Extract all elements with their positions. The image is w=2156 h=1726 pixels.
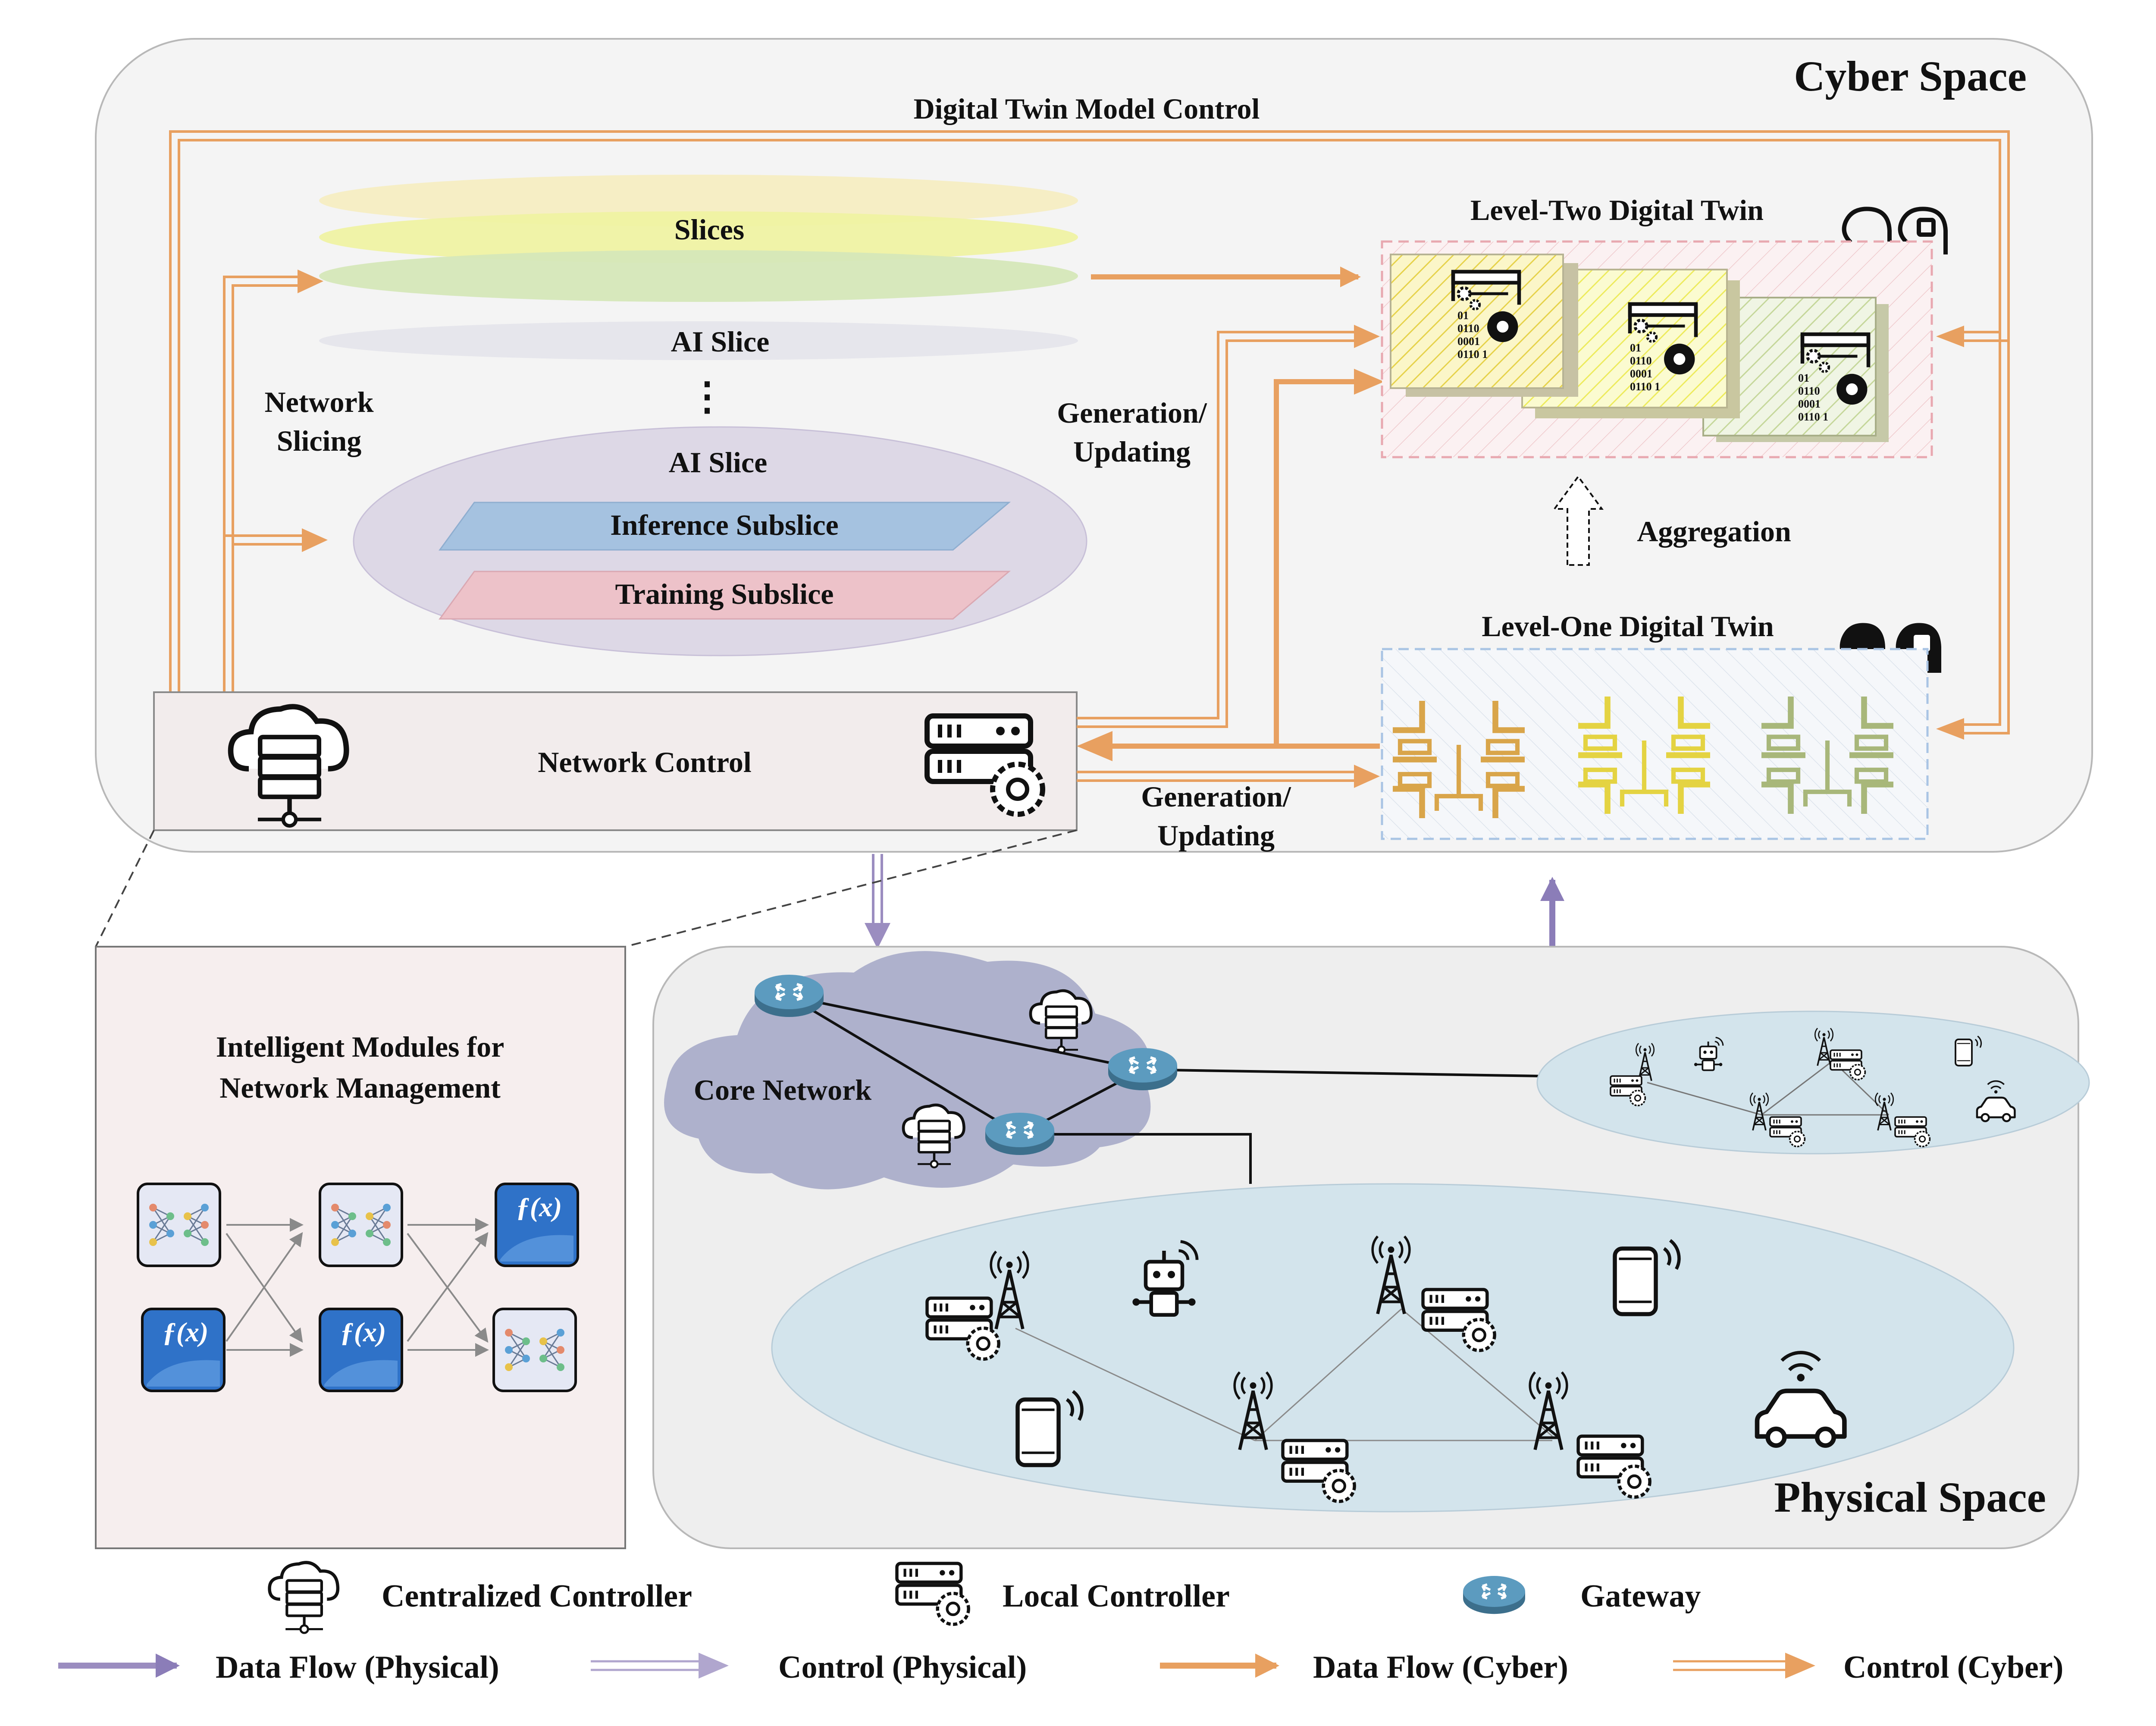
inference-subslice-shape	[439, 502, 1011, 551]
gen-update-bottom-arrows	[1077, 771, 1354, 782]
level-two-title: Level-Two Digital Twin	[1470, 194, 1764, 226]
zoom-line-right	[625, 829, 1077, 948]
level-two-head-icon	[1842, 207, 1948, 254]
physical-control-down-arrowhead	[865, 923, 890, 949]
module-nn-3-icon	[494, 1309, 576, 1391]
slicing-arrowhead-top	[298, 270, 323, 293]
physical-space-title: Physical Space	[1774, 1473, 2046, 1521]
l2-card3-binary-2: 0110	[1798, 385, 1820, 397]
network-control-label: Network Control	[538, 746, 751, 778]
legend-centralized-controller-icon	[270, 1563, 338, 1633]
inference-subslice-label: Inference Subslice	[610, 508, 839, 541]
l2-card3-binary-3: 0001	[1798, 398, 1821, 410]
dt-model-control-line	[169, 130, 2010, 734]
gen-update-bottom-arrowhead	[1354, 765, 1380, 788]
l1-data-flow-arrows	[1108, 379, 1380, 749]
l1-to-l2-arrowhead	[1354, 369, 1384, 395]
legend-control-physical-arrow	[591, 1653, 729, 1679]
module-fx-3-label: ƒ(x)	[516, 1192, 562, 1222]
gen-update-top-label-2: Updating	[1073, 435, 1191, 468]
dt-control-arrowhead-l2	[1936, 326, 1964, 347]
legend-data-flow-physical-label: Data Flow (Physical)	[216, 1650, 499, 1685]
big-access-ellipse	[771, 1183, 2015, 1513]
l2-card1-binary-3: 0001	[1457, 335, 1480, 348]
gen-update-top-arrowhead	[1354, 325, 1380, 348]
aggregation-arrow	[1553, 475, 1604, 566]
core-network-label: Core Network	[694, 1073, 871, 1106]
ai-slice-big	[353, 426, 1087, 656]
l2-card3-binary-1: 01	[1798, 372, 1809, 384]
gateway-1-icon	[755, 975, 824, 1017]
legend-control-cyber-arrow	[1673, 1653, 1815, 1679]
aggregation-label: Aggregation	[1637, 515, 1791, 548]
modules-title-1: Intelligent Modules for	[216, 1030, 505, 1063]
network-slicing-label-2: Slicing	[277, 424, 362, 457]
l2-card3-binary-4: 0110 1	[1798, 411, 1828, 423]
l1-to-control-arrowhead	[1077, 731, 1112, 761]
physical-control-down-arrow	[872, 854, 883, 923]
legend-local-controller-icon	[897, 1563, 968, 1624]
gateway-2-icon	[1108, 1048, 1177, 1090]
slice-ellipsis: ⋮	[688, 376, 727, 418]
modules-connections	[226, 1218, 489, 1357]
ai-slice-big-label: AI Slice	[669, 446, 768, 479]
l2-card2-binary-2: 0110	[1630, 355, 1652, 367]
legend	[58, 1563, 1815, 1679]
dt-control-arrowhead-l1	[1936, 718, 1964, 740]
legend-local-controller-label: Local Controller	[1003, 1579, 1230, 1614]
module-fx-2-label: ƒ(x)	[340, 1317, 386, 1347]
gateway-3-icon	[985, 1113, 1054, 1155]
network-slicing-arrows	[223, 276, 302, 692]
legend-gateway-label: Gateway	[1580, 1579, 1701, 1614]
module-nn-1-icon	[138, 1184, 220, 1266]
legend-data-flow-cyber-label: Data Flow (Cyber)	[1313, 1650, 1568, 1685]
legend-control-physical-label: Control (Physical)	[778, 1650, 1027, 1685]
slicing-arrowhead-ai	[302, 528, 328, 552]
network-control-box	[153, 691, 1078, 831]
network-slicing-label-1: Network	[264, 386, 373, 418]
dt-model-control-label: Digital Twin Model Control	[914, 92, 1260, 125]
ai-slice-top-label: AI Slice	[671, 325, 770, 358]
level-one-frame	[1381, 648, 1929, 840]
gen-update-top-arrows	[1077, 331, 1354, 728]
legend-gateway-icon	[1463, 1576, 1525, 1614]
gen-update-top-label-1: Generation/	[1057, 396, 1207, 429]
l2-card2-binary-3: 0001	[1630, 367, 1652, 380]
level-two-frame	[1381, 240, 1933, 458]
l2-card1-binary-2: 0110	[1457, 322, 1479, 335]
gen-update-bottom-label-2: Updating	[1157, 819, 1275, 852]
module-nn-2-icon	[320, 1184, 402, 1266]
legend-centralized-controller-label: Centralized Controller	[382, 1579, 692, 1614]
module-fx-1-label: ƒ(x)	[163, 1317, 209, 1347]
l2-card2-binary-1: 01	[1630, 342, 1641, 354]
l2-card1-binary-4: 0110 1	[1457, 348, 1488, 361]
training-subslice-shape	[439, 571, 1011, 620]
training-subslice-label: Training Subslice	[615, 577, 834, 610]
l2-card1-binary-1: 01	[1457, 309, 1469, 322]
modules-title-2: Network Management	[219, 1071, 501, 1104]
legend-control-cyber-label: Control (Cyber)	[1843, 1650, 2063, 1685]
gen-update-bottom-label-1: Generation/	[1141, 780, 1291, 813]
slices-label: Slices	[674, 213, 744, 246]
level-one-title: Level-One Digital Twin	[1482, 610, 1774, 643]
slices-stack	[319, 175, 1078, 360]
small-access-ellipse	[1536, 1010, 2090, 1155]
zoom-line-left	[95, 830, 155, 947]
l2-card2-binary-4: 0110 1	[1630, 380, 1660, 393]
cyber-space-title: Cyber Space	[1794, 52, 2027, 100]
